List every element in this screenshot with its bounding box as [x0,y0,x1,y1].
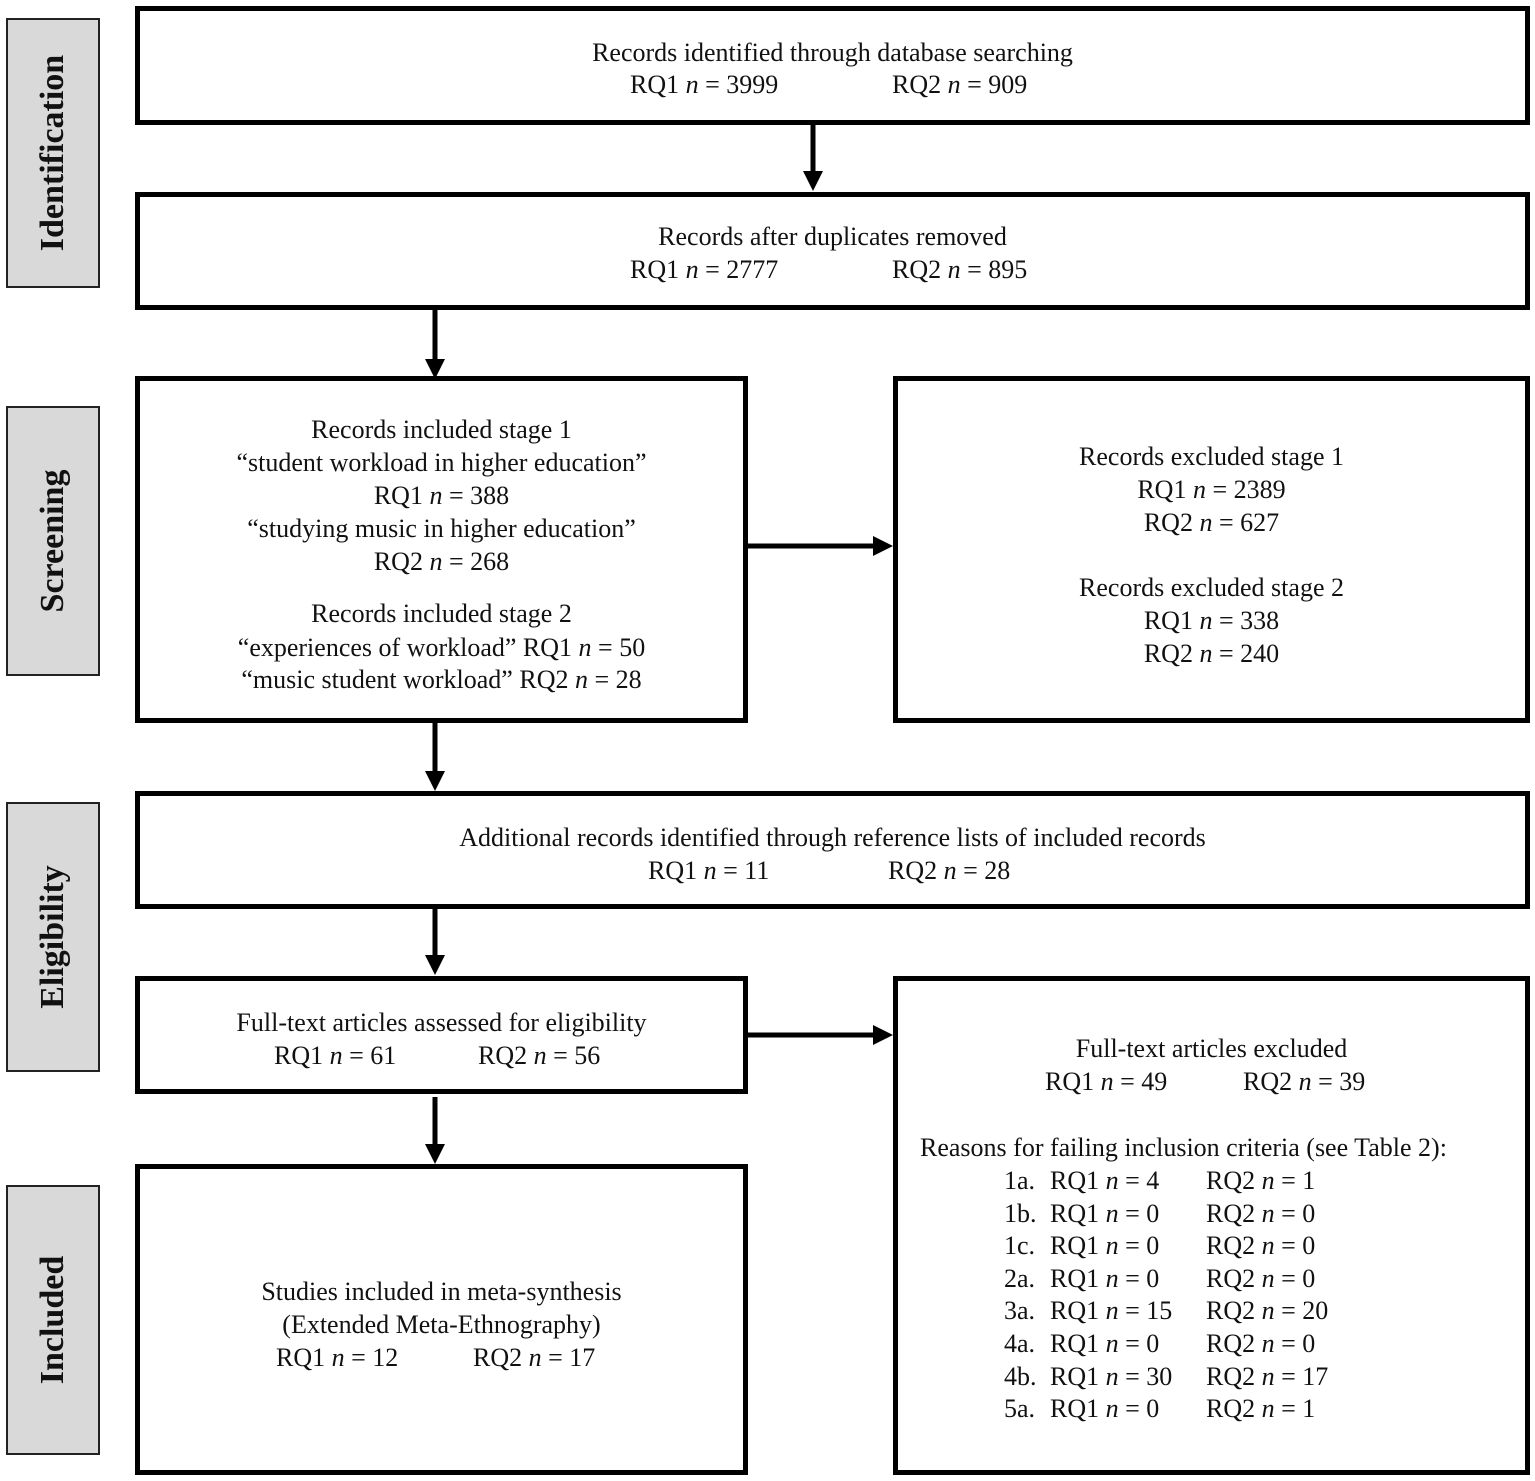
excl-stage2-rq2: RQ2 n = 240 [1143,639,1280,668]
reason-rq1: RQ1 n = 0 [1050,1263,1160,1293]
reason-code: 3a. [1004,1296,1036,1326]
phase-screening: Screening [6,406,100,676]
screen-stage1-rq2: RQ2 n = 268 [373,547,510,576]
identified-rq2: RQ2 n = 909 [892,70,1028,99]
box-fulltext-excluded: Full-text articles excluded RQ1 n = 49 R… [893,976,1530,1475]
fulltext-title: Full-text articles assessed for eligibil… [236,1008,647,1037]
reason-rq1: RQ1 n = 15 [1050,1296,1173,1326]
reason-rq2: RQ2 n = 1 [1206,1394,1316,1424]
duplicates-rq1: RQ1 n = 2777 [630,255,779,284]
reason-code: 4b. [1004,1361,1037,1391]
reason-code: 5a. [1004,1394,1036,1424]
reason-rq1: RQ1 n = 0 [1050,1231,1160,1261]
reason-rq2: RQ2 n = 20 [1206,1296,1329,1326]
reason-rq2: RQ2 n = 0 [1206,1263,1316,1293]
box-studies-included: Studies included in meta-synthesis (Exte… [135,1164,748,1475]
identified-title: Records identified through database sear… [592,38,1073,67]
phase-included: Included [6,1185,100,1455]
screen-stage2-line2: “music student workload” RQ2 n = 28 [241,665,642,694]
included-rq1: RQ1 n = 12 [276,1343,399,1372]
screen-stage1-rq1: RQ1 n = 388 [373,481,510,510]
ft-excl-reasons-title: Reasons for failing inclusion criteria (… [920,1133,1447,1162]
box-screening-included: Records included stage 1 “student worklo… [135,376,748,723]
duplicates-title: Records after duplicates removed [658,222,1007,251]
box-records-identified: Records identified through database sear… [135,6,1530,125]
ft-excl-rq1: RQ1 n = 49 [1045,1067,1168,1096]
ft-excl-title: Full-text articles excluded [1075,1034,1348,1063]
fulltext-rq1: RQ1 n = 61 [274,1041,397,1070]
included-rq2: RQ2 n = 17 [473,1343,596,1372]
reason-code: 1c. [1004,1231,1036,1261]
included-subtitle: (Extended Meta-Ethnography) [282,1310,601,1339]
box-fulltext-assessed: Full-text articles assessed for eligibil… [135,976,748,1094]
excl-stage1-rq2: RQ2 n = 627 [1143,508,1280,537]
reason-rq1: RQ1 n = 30 [1050,1361,1173,1391]
phase-identification: Identification [6,18,100,288]
box-duplicates-removed: Records after duplicates removed RQ1 n =… [135,192,1530,310]
screen-stage1-query1: “student workload in higher education” [236,448,647,477]
box-screening-excluded: Records excluded stage 1 RQ1 n = 2389 RQ… [893,376,1530,723]
reason-code: 4a. [1004,1329,1036,1358]
identified-rq1: RQ1 n = 3999 [630,70,779,99]
duplicates-rq2: RQ2 n = 895 [892,255,1028,284]
reason-code: 1a. [1004,1166,1036,1195]
excl-stage1-rq1: RQ1 n = 2389 [1137,475,1286,504]
fulltext-rq2: RQ2 n = 56 [478,1041,601,1070]
excl-stage2-rq1: RQ1 n = 338 [1143,606,1280,635]
reason-rq2: RQ2 n = 17 [1206,1361,1329,1391]
screen-stage1-query2: “studying music in higher education” [247,514,636,543]
screen-stage1-title: Records included stage 1 [311,415,572,444]
included-title: Studies included in meta-synthesis [261,1277,622,1306]
reason-rq1: RQ1 n = 4 [1050,1166,1160,1195]
reason-rq2: RQ2 n = 0 [1206,1198,1316,1228]
reason-rq2: RQ2 n = 1 [1206,1166,1316,1195]
screen-stage2-title: Records included stage 2 [311,599,572,628]
screen-stage2-line1: “experiences of workload” RQ1 n = 50 [237,633,646,662]
excl-stage2-title: Records excluded stage 2 [1079,573,1344,602]
reason-rq2: RQ2 n = 0 [1206,1329,1316,1358]
additional-rq2: RQ2 n = 28 [888,856,1011,885]
phase-eligibility: Eligibility [6,802,100,1072]
box-additional-records: Additional records identified through re… [135,791,1530,909]
reason-rq1: RQ1 n = 0 [1050,1329,1160,1358]
reason-code: 1b. [1004,1198,1037,1228]
additional-title: Additional records identified through re… [459,823,1206,852]
ft-excl-rq2: RQ2 n = 39 [1243,1067,1366,1096]
excl-stage1-title: Records excluded stage 1 [1079,442,1344,471]
reason-rq1: RQ1 n = 0 [1050,1198,1160,1228]
reason-code: 2a. [1004,1263,1036,1293]
reason-rq2: RQ2 n = 0 [1206,1231,1316,1261]
additional-rq1: RQ1 n = 11 [648,856,770,885]
reason-rq1: RQ1 n = 0 [1050,1394,1160,1424]
